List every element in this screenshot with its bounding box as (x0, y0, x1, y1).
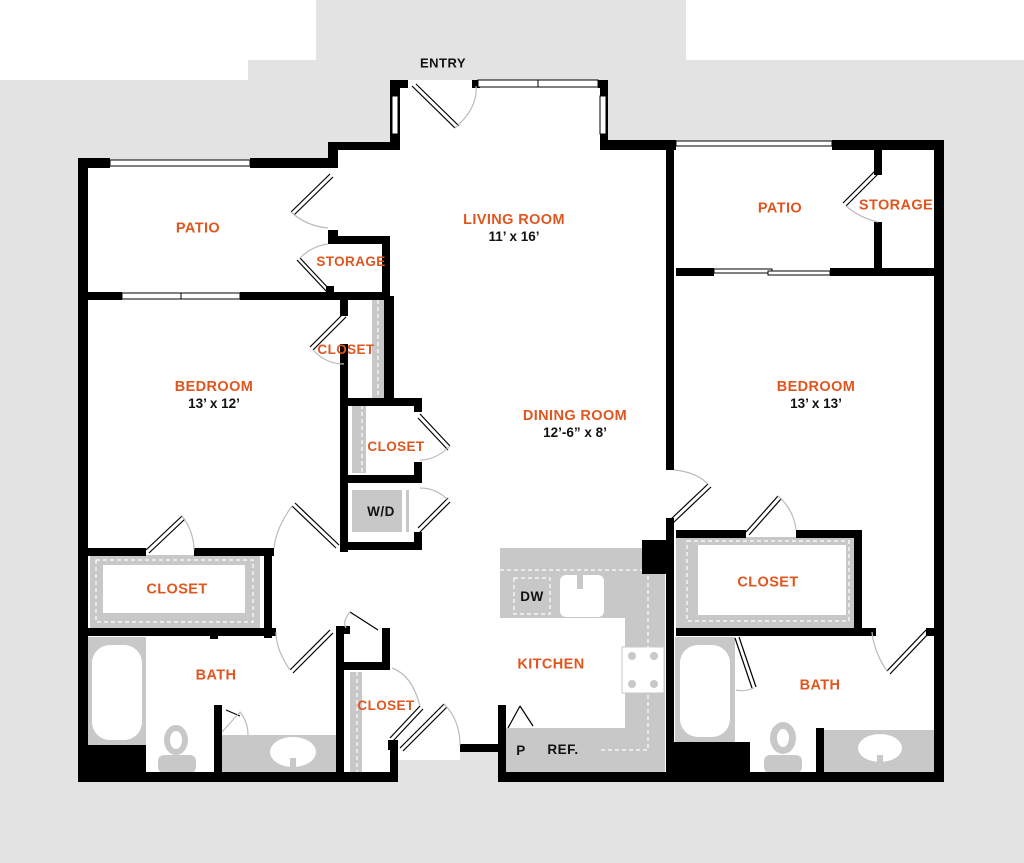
room-closet-center[interactable]: CLOSET (367, 439, 425, 455)
room-dining-room[interactable]: DINING ROOM 12’-6” x 8’ (523, 407, 627, 441)
windows (109, 79, 833, 300)
bedroom-right-dimensions: 13’ x 13’ (790, 396, 842, 412)
living-room-dimensions: 11’ x 16’ (488, 229, 540, 245)
fixtures (88, 300, 935, 773)
refrigerator-label: REF. (547, 742, 579, 758)
shelf-lines (95, 300, 850, 772)
room-kitchen[interactable]: KITCHEN (517, 656, 585, 673)
room-bath-right[interactable]: BATH (799, 677, 841, 694)
pantry-label: P (516, 743, 526, 759)
bedroom-left-dimensions: 13’ x 12’ (188, 396, 240, 412)
walls (78, 80, 944, 782)
room-closet-right-walkin[interactable]: CLOSET (737, 574, 799, 591)
room-closet-left-walkin[interactable]: CLOSET (146, 581, 208, 598)
entry-label: ENTRY (419, 55, 467, 71)
doors (145, 83, 930, 752)
room-closet-left-upper[interactable]: CLOSET (317, 342, 375, 358)
room-living-room[interactable]: LIVING ROOM 11’ x 16’ (463, 211, 565, 245)
room-storage-left[interactable]: STORAGE (316, 254, 386, 270)
room-bedroom-left[interactable]: BEDROOM 13’ x 12’ (175, 378, 254, 412)
washer-dryer-label: W/D (367, 504, 395, 520)
pantry-fixture (507, 728, 533, 772)
room-closet-hall[interactable]: CLOSET (357, 698, 415, 714)
room-bath-left[interactable]: BATH (195, 667, 237, 684)
room-patio-left[interactable]: PATIO (175, 220, 221, 237)
washer-dryer-fixture (352, 490, 402, 532)
dining-room-dimensions: 12’-6” x 8’ (543, 425, 607, 441)
bedroom-left-name: BEDROOM (174, 379, 254, 396)
room-storage-right[interactable]: STORAGE (858, 197, 934, 214)
room-patio-right[interactable]: PATIO (757, 200, 803, 217)
dining-room-name: DINING ROOM (522, 408, 628, 425)
room-bedroom-right[interactable]: BEDROOM 13’ x 13’ (777, 378, 856, 412)
living-room-name: LIVING ROOM (463, 212, 565, 229)
refrigerator-fixture (537, 728, 590, 772)
bedroom-right-name: BEDROOM (776, 379, 856, 396)
dishwasher-label: DW (520, 589, 544, 605)
